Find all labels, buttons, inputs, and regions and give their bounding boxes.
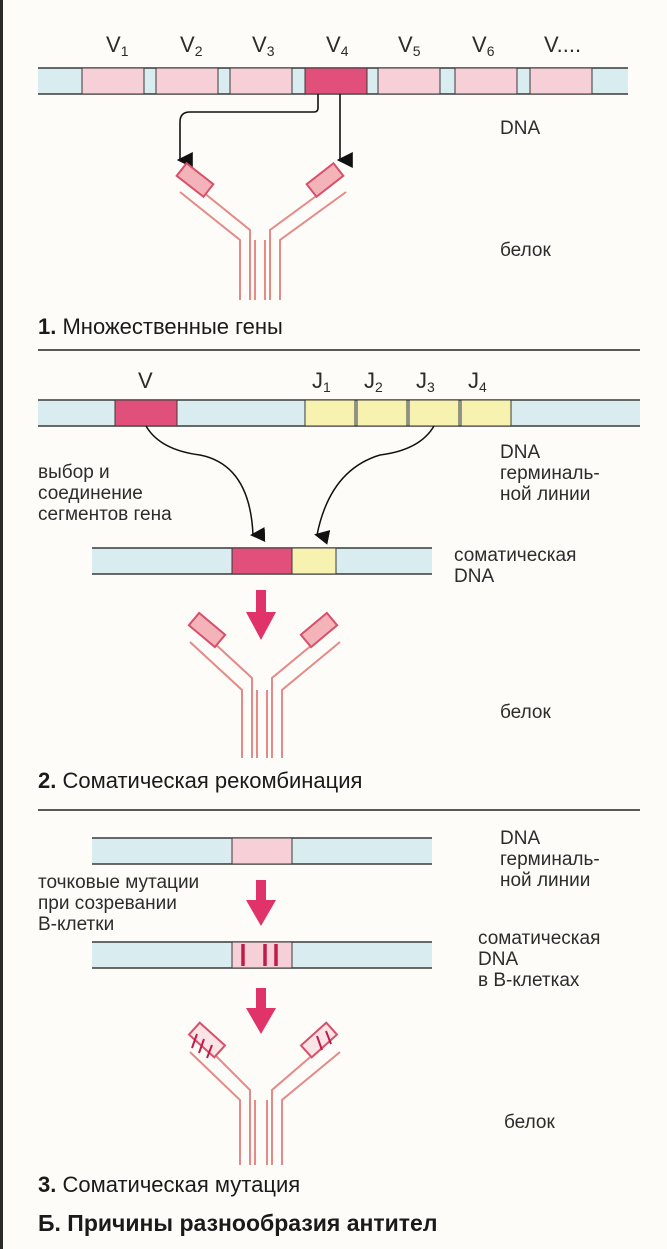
section3-protein-label: белок [504,1112,555,1133]
mutation-label-line3: В-клетки [38,914,114,935]
v2-segment [156,68,218,94]
section1-heading: 1. Множественные гены [38,314,283,340]
gene-label-v5: V5 [398,34,420,62]
gene-label-v4: V4 [326,34,348,62]
j2-segment [357,400,407,426]
section1-connector-arrows [180,94,340,160]
j3-segment [409,400,459,426]
selection-label-line3: сегментов гена [38,504,172,525]
v3-segment [230,68,292,94]
mutation-label-line2: при созревании [38,893,177,914]
gene-label-j4: J4 [468,370,487,398]
selection-label-line1: выбор и [38,462,110,483]
section3-somatic-dna [92,942,432,968]
section2-joining-arrows [146,426,434,535]
gene-label-j3: J3 [416,370,435,398]
section3-dna-label-line2: герминаль- [500,849,600,870]
section2-dna-label-line1: DNA [500,442,540,463]
section2-antibody [189,613,340,758]
v-segment [115,400,177,426]
gene-label-v3: V3 [252,34,274,62]
section3-heading: 3. Соматическая мутация [38,1172,300,1198]
section2-thick-arrow [246,590,276,640]
section3-dna-label-line1: DNA [500,828,540,849]
section2-germline-dna [38,400,640,426]
v4-segment-selected [305,68,367,94]
v5-segment [378,68,440,94]
section1-v-segments [82,68,592,94]
v1-segment [82,68,144,94]
figure-title: Б. Причины разнообразия антител [38,1210,437,1237]
section2-protein-label: белок [500,702,551,723]
section2-dna-label-line3: ной линии [500,484,590,505]
section2-heading: 2. Соматическая рекомбинация [38,768,362,794]
gene-label-v-more: V.... [544,34,581,62]
section3-dna-label-line3: ной линии [500,870,590,891]
gene-label-j1: J1 [312,370,331,398]
v6-segment [455,68,517,94]
section3-thick-arrow-2 [246,988,276,1034]
section2-dna-label-line2: герминаль- [500,463,600,484]
gene-label-v6: V6 [472,34,494,62]
section3-somatic-line2: DNA [478,949,518,970]
gene-label-j2: J2 [364,370,383,398]
section3-germline-dna [92,838,432,864]
j1-segment [305,400,355,426]
section3-thick-arrow-1 [246,880,276,926]
section3-somatic-line1: соматическая [478,928,600,949]
selection-label-line2: соединение [38,483,143,504]
gene-label-v1: V1 [106,34,128,62]
section2-somatic-dna [92,548,432,574]
gene-label-v: V [138,370,153,391]
section3-antibody [189,1023,340,1165]
mutation-label-line1: точковые мутации [38,872,199,893]
section1-dna-label: DNA [500,118,540,139]
j4-segment [461,400,511,426]
v7-segment [530,68,592,94]
gene-label-v2: V2 [180,34,202,62]
section3-somatic-line3: в В-клетках [478,970,579,991]
section1-protein-label: белок [500,240,551,261]
section2-somatic-line1: соматическая [454,545,576,566]
section1-antibody [177,163,346,300]
section2-somatic-line2: DNA [454,566,494,587]
